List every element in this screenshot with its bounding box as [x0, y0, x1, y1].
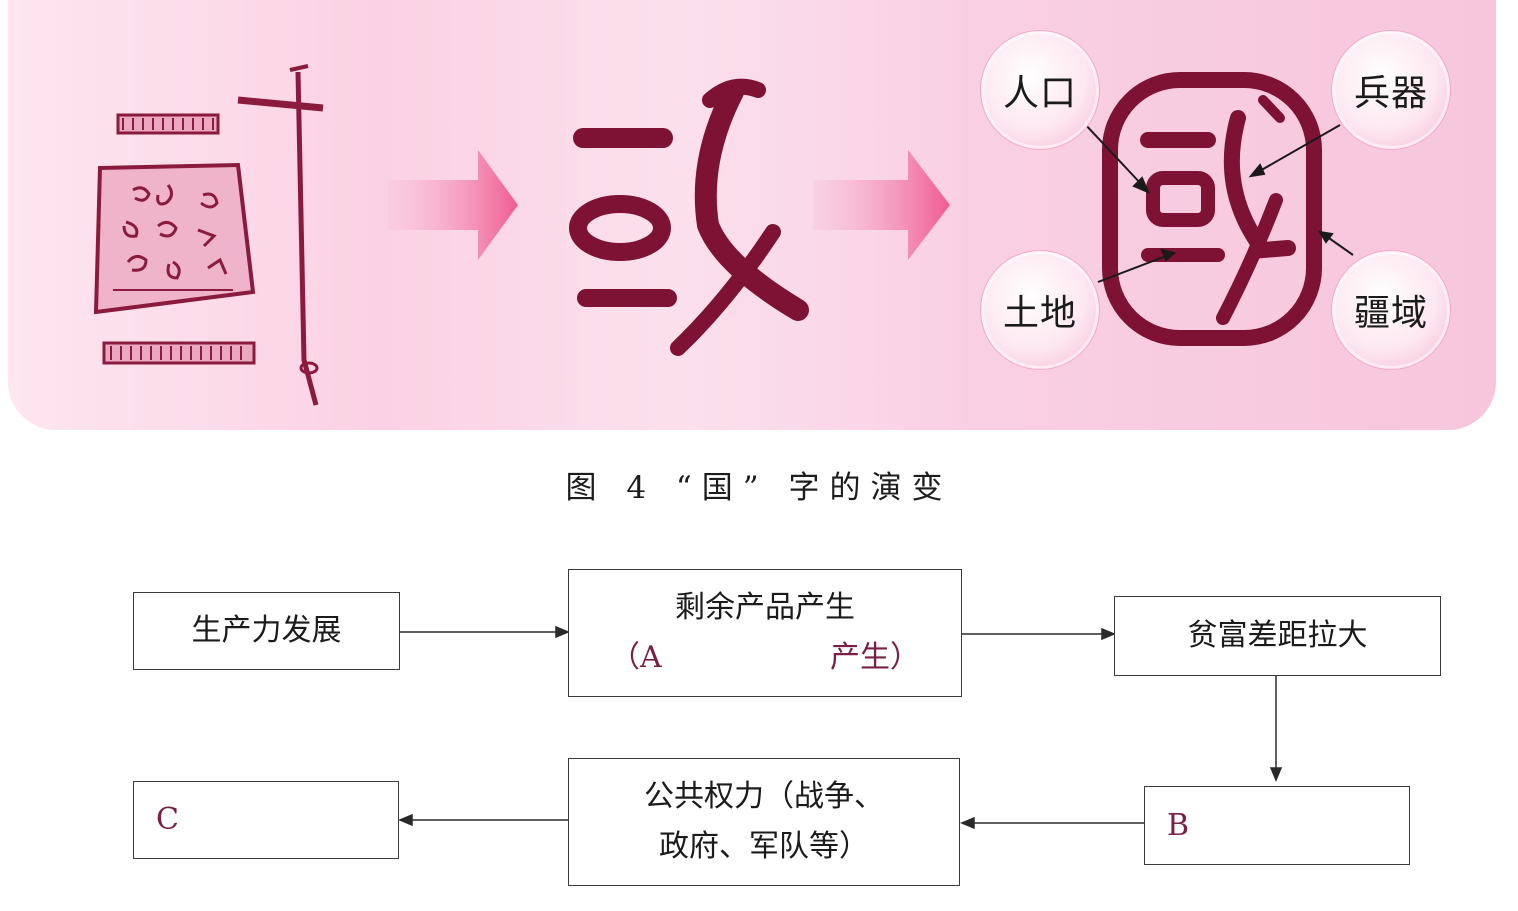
- territory-label: 疆域: [1354, 284, 1428, 336]
- weapons-label: 兵器: [1354, 64, 1428, 116]
- bronze-script-glyph: [578, 87, 798, 348]
- evolution-arrow-2: [813, 150, 950, 260]
- population-label: 人口: [1003, 64, 1077, 116]
- land-label: 土地: [1003, 284, 1077, 336]
- territory-bubble: 疆域: [1331, 250, 1451, 370]
- land-bubble: 土地: [980, 250, 1100, 370]
- answer-c-label: C: [156, 795, 179, 845]
- oracle-bone-glyph: [96, 66, 323, 405]
- answer-b-label: B: [1167, 801, 1189, 851]
- wealth-gap-box: 贫富差距拉大: [1114, 596, 1441, 676]
- surplus-box: 剩余产品产生 （A 产生）: [568, 569, 962, 697]
- population-bubble: 人口: [980, 30, 1100, 150]
- surplus-blank-line: （A 产生）: [610, 633, 920, 683]
- productivity-label: 生产力发展: [192, 606, 342, 656]
- productivity-box: 生产力发展: [133, 592, 400, 670]
- public-power-line2: 政府、军队等）: [659, 822, 869, 872]
- answer-c-box: C: [133, 781, 399, 859]
- public-power-line1: 公共权力（战争、: [644, 772, 884, 822]
- wealth-gap-label: 贫富差距拉大: [1188, 611, 1368, 661]
- seal-script-glyph: [1110, 80, 1314, 338]
- answer-b-box: B: [1144, 786, 1410, 865]
- figure-caption: 图 4 “国” 字的演变: [0, 462, 1518, 507]
- public-power-box: 公共权力（战争、 政府、军队等）: [568, 758, 960, 886]
- surplus-label: 剩余产品产生: [675, 583, 855, 633]
- answer-a-suffix: 产生）: [830, 633, 920, 683]
- evolution-arrow-1: [388, 150, 518, 260]
- answer-a-label: （A: [610, 633, 662, 683]
- illustration-banner: 人口 兵器 土地 疆域: [8, 0, 1496, 430]
- weapons-bubble: 兵器: [1331, 30, 1451, 150]
